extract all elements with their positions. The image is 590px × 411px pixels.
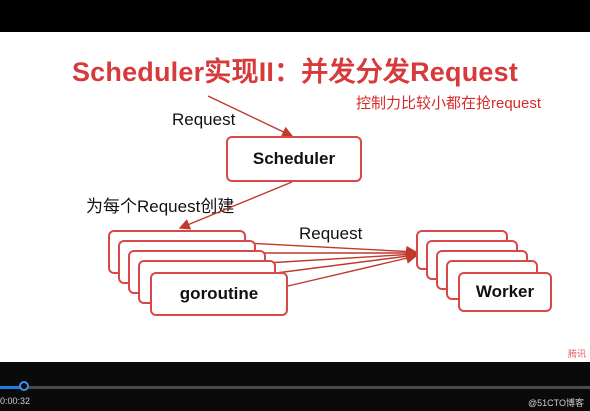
slide-title: Scheduler实现II：并发分发Request (71, 57, 519, 87)
goroutine-label: goroutine (179, 284, 259, 303)
arrow-g3 (265, 248, 418, 264)
current-time: 0:00:32 (0, 396, 31, 406)
arrow-g5 (287, 252, 418, 287)
arrow-in-scheduler (207, 95, 294, 137)
progress-bar[interactable] (0, 381, 590, 391)
arrow-g4 (275, 250, 418, 274)
watermark: @51CTO博客 (528, 398, 584, 408)
worker-label: Worker (475, 282, 535, 301)
arrow-g1 (245, 242, 418, 258)
scheduler-label: Scheduler (252, 149, 336, 168)
request-label-top: Request (172, 110, 236, 129)
flow-arrows (178, 95, 418, 287)
request-label-mid: Request (299, 224, 363, 243)
arrow-scheduler-goroutine (178, 181, 293, 230)
slide-note: 控制力比较小都在抢request (356, 95, 542, 112)
progress-fill (0, 386, 24, 389)
create-each-label: 为每个Request创建 (86, 197, 235, 216)
goroutine-box-front: goroutine (150, 272, 288, 316)
scheduler-box: Scheduler (226, 136, 362, 182)
progress-thumb[interactable] (18, 381, 29, 391)
worker-box-front: Worker (458, 272, 552, 312)
top-letterbox (0, 0, 590, 32)
brand-badge: 腾讯 (567, 349, 586, 359)
slide: Scheduler实现II：并发分发Request 控制力比较小都在抢reque… (0, 32, 590, 362)
video-controls: 0:00:32 @51CTO博客 (0, 362, 590, 411)
